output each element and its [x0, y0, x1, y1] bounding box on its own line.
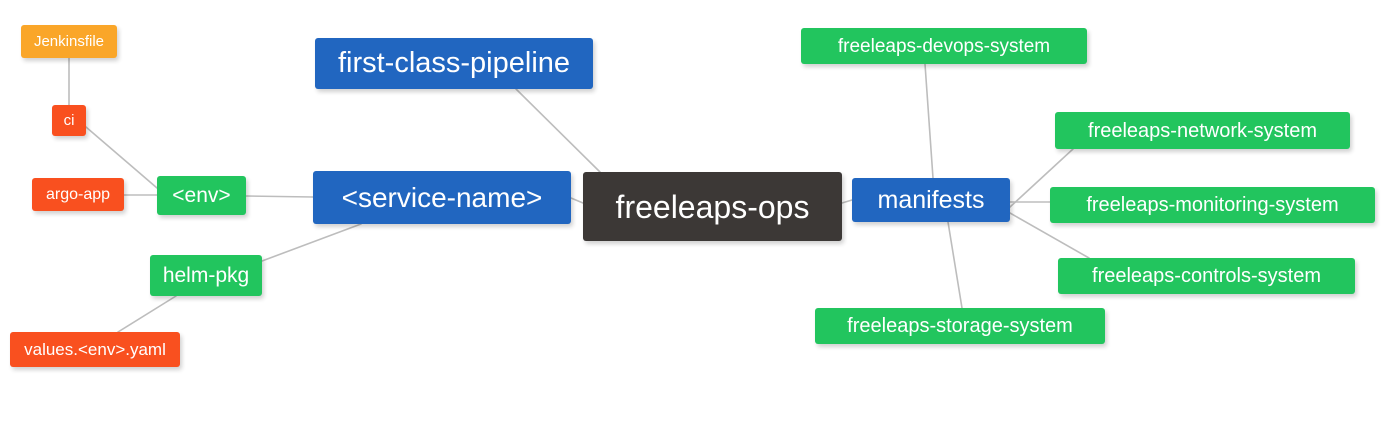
- edge-manifests-to-storage-system: [947, 221, 963, 309]
- edge-manifests-to-devops-system: [924, 63, 934, 179]
- edge-helm-pkg-to-values-yaml: [117, 295, 177, 333]
- mindmap-node-helm-pkg[interactable]: helm-pkg: [150, 255, 262, 296]
- edge-service-name-to-helm-pkg: [261, 223, 362, 262]
- mindmap-node-ci[interactable]: ci: [52, 105, 86, 136]
- edge-freeleaps-ops-to-first-class-pipeline: [515, 88, 601, 173]
- mindmap-node-env[interactable]: <env>: [157, 176, 246, 215]
- mindmap-node-network-system[interactable]: freeleaps-network-system: [1055, 112, 1350, 149]
- edge-freeleaps-ops-to-service-name: [570, 197, 584, 204]
- mindmap-node-storage-system[interactable]: freeleaps-storage-system: [815, 308, 1105, 344]
- mindmap-node-service-name[interactable]: <service-name>: [313, 171, 571, 224]
- mindmap-node-monitoring-system[interactable]: freeleaps-monitoring-system: [1050, 187, 1375, 223]
- edge-service-name-to-env: [245, 195, 314, 198]
- mindmap-node-freeleaps-ops[interactable]: freeleaps-ops: [583, 172, 842, 241]
- mindmap-node-argo-app[interactable]: argo-app: [32, 178, 124, 211]
- mindmap-node-devops-system[interactable]: freeleaps-devops-system: [801, 28, 1087, 64]
- mindmap-node-manifests[interactable]: manifests: [852, 178, 1010, 222]
- mindmap-node-values-yaml[interactable]: values.<env>.yaml: [10, 332, 180, 367]
- mindmap-node-controls-system[interactable]: freeleaps-controls-system: [1058, 258, 1355, 294]
- mindmap-node-jenkinsfile[interactable]: Jenkinsfile: [21, 25, 117, 58]
- mindmap-node-first-class-pipeline[interactable]: first-class-pipeline: [315, 38, 593, 89]
- edge-freeleaps-ops-to-manifests: [841, 199, 853, 204]
